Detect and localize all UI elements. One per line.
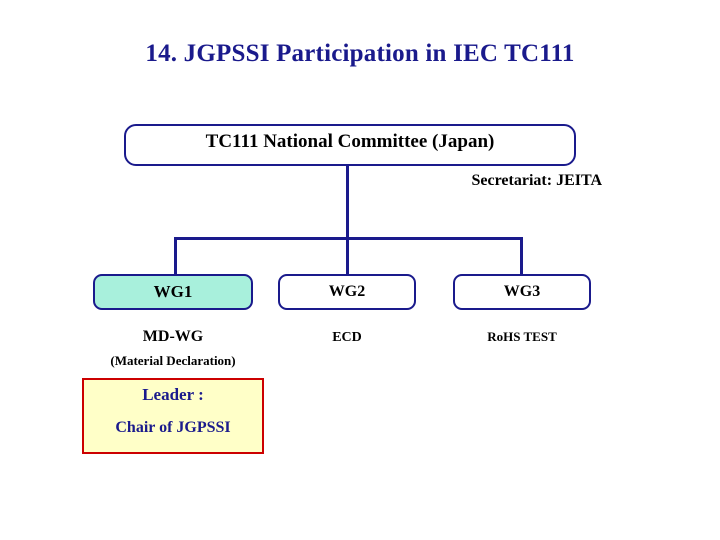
wg1-label: WG1 xyxy=(153,282,193,301)
national-committee-label: TC111 National Committee (Japan) xyxy=(205,131,495,152)
wg3-label: WG3 xyxy=(503,283,541,300)
leader-value: Chair of JGPSSI xyxy=(115,419,231,436)
wg2-subtitle: ECD xyxy=(332,330,362,345)
wg3-subtitle: RoHS TEST xyxy=(487,329,557,344)
national-committee-box xyxy=(124,124,576,166)
connector-vertical-main xyxy=(346,166,349,274)
secretariat-label: Secretariat: JEITA xyxy=(471,172,602,189)
wg3-box: WG3 xyxy=(453,274,591,310)
page-title: 14. JGPSSI Participation in IEC TC111 xyxy=(145,40,575,67)
leader-label: Leader : xyxy=(142,385,204,404)
connector-vertical-right xyxy=(520,237,523,274)
wg2-box: WG2 xyxy=(278,274,416,310)
wg2-label: WG2 xyxy=(328,283,366,300)
connector-vertical-left xyxy=(174,237,177,274)
wg1-box: WG1 xyxy=(93,274,253,310)
connector-horizontal-bus xyxy=(174,237,523,240)
wg1-note: (Material Declaration) xyxy=(110,353,236,368)
leader-box xyxy=(82,378,264,454)
wg1-subtitle: MD-WG xyxy=(142,328,204,345)
